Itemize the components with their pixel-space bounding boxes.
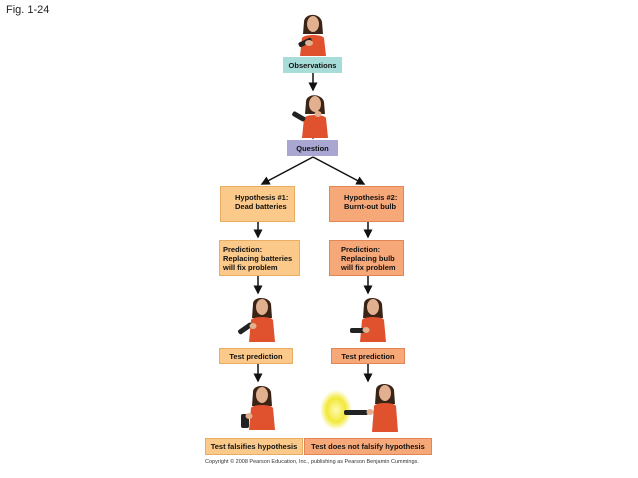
person-replacing-batteries-icon <box>238 298 275 342</box>
person-thinking-icon <box>292 95 328 138</box>
prediction2-text-1: Replacing bulb <box>341 254 395 263</box>
person-replacing-bulb-icon <box>350 298 386 342</box>
test2-box: Test prediction <box>331 348 405 364</box>
hypothesis2-box: Hypothesis #2: Burnt-out bulb <box>329 186 404 222</box>
prediction1-text-2: will fix problem <box>223 263 278 272</box>
result1-box: Test falsifies hypothesis <box>205 438 303 455</box>
test2-label: Test prediction <box>341 351 395 361</box>
person-flashlight-off-icon <box>241 386 275 430</box>
result2-box: Test does not falsify hypothesis <box>304 438 432 455</box>
question-label: Question <box>296 143 329 153</box>
prediction2-title: Prediction: <box>341 245 381 254</box>
hypothesis1-box: Hypothesis #1: Dead batteries <box>220 186 295 222</box>
hypothesis2-text: Burnt-out bulb <box>344 202 397 211</box>
prediction1-box: Prediction: Replacing batteries will fix… <box>219 240 300 276</box>
question-box: Question <box>287 140 338 156</box>
observations-box: Observations <box>283 57 342 73</box>
prediction2-box: Prediction: Replacing bulb will fix prob… <box>329 240 404 276</box>
hypothesis2-title: Hypothesis #2: <box>344 193 398 202</box>
prediction2-text-2: will fix problem <box>341 263 396 272</box>
arrow-question-to-hyp1 <box>260 156 314 185</box>
result2-label: Test does not falsify hypothesis <box>311 442 425 451</box>
copyright-notice: Copyright © 2008 Pearson Education, Inc.… <box>205 459 419 465</box>
prediction1-text-1: Replacing batteries <box>223 254 293 263</box>
hypothesis1-title: Hypothesis #1: <box>235 193 289 202</box>
person-holding-flashlight-icon <box>298 14 326 56</box>
result1-label: Test falsifies hypothesis <box>210 442 298 451</box>
observations-label: Observations <box>288 60 337 70</box>
figure-label: Fig. 1-24 <box>6 4 50 16</box>
hypothesis1-text: Dead batteries <box>235 202 287 211</box>
test1-label: Test prediction <box>229 351 283 361</box>
arrow-question-to-hyp2 <box>312 156 366 185</box>
test1-box: Test prediction <box>219 348 293 364</box>
person-flashlight-on-icon <box>320 384 398 432</box>
prediction1-title: Prediction: <box>223 245 263 254</box>
